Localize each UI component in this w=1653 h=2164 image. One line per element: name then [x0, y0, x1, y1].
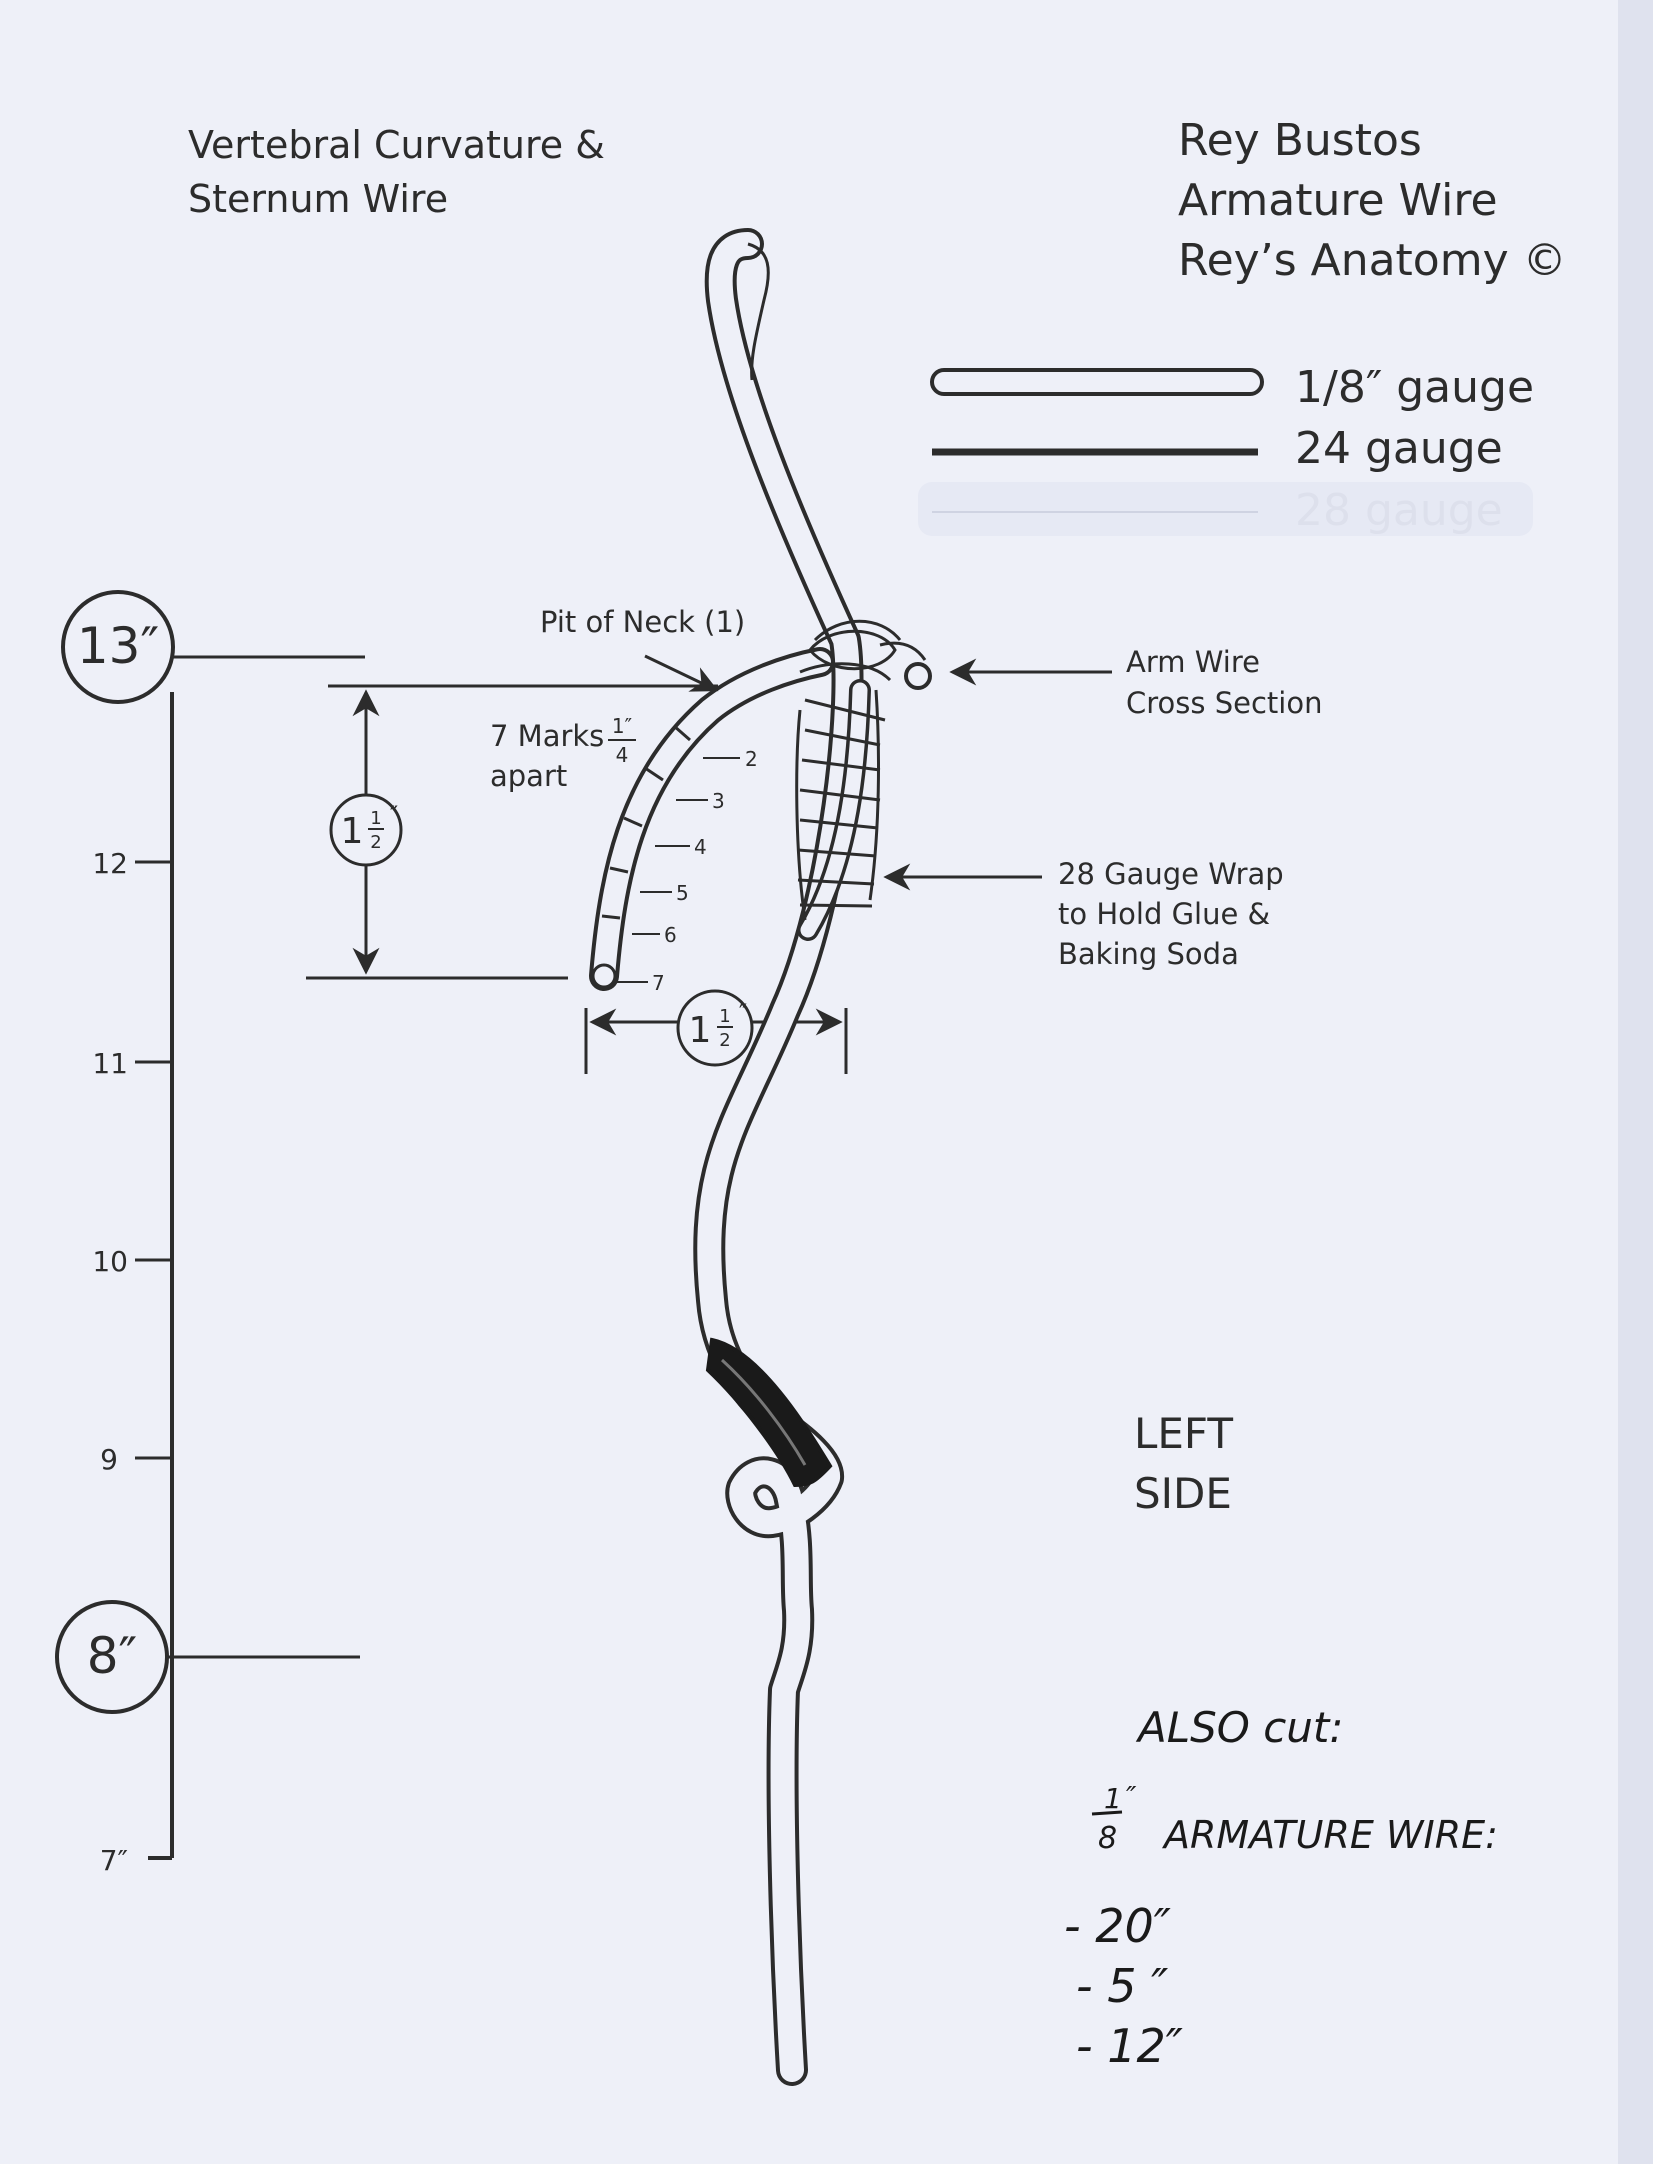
sternum-mark	[601, 914, 621, 920]
diagram-title-line2: Sternum Wire	[188, 177, 448, 221]
mark-number: 2	[745, 747, 758, 771]
cut-length-item: - 20″	[1064, 1899, 1171, 1953]
note-fraction-den: 8	[1098, 1821, 1117, 1856]
pit-of-neck-arrow	[644, 654, 719, 692]
wrap-label-line3: Baking Soda	[1058, 937, 1239, 971]
arm-wire-cross-section	[904, 662, 932, 690]
marks-label: 7 Marks	[490, 719, 604, 753]
sternum-wire	[589, 647, 835, 991]
vertical-dimension-circle	[329, 793, 403, 867]
mark-number: 5	[676, 881, 689, 905]
arm-wire-label: Arm Wire	[1126, 645, 1260, 679]
spine-wire	[693, 228, 864, 2086]
pit-of-neck-label: Pit of Neck (1)	[540, 605, 745, 639]
marks-apart-label: apart	[490, 759, 567, 793]
author-name: Rey Bustos	[1178, 115, 1422, 166]
cut-length-item: - 5 ″	[1076, 1959, 1168, 2013]
mark-number: 6	[664, 923, 677, 947]
ruler-top-circle	[61, 590, 175, 704]
gauge-1-label: 1/8″ gauge	[1295, 362, 1534, 413]
marks-fraction-den: 4	[616, 743, 629, 767]
gauge-1-sample	[930, 368, 1264, 396]
wrap-label-line2: to Hold Glue &	[1058, 897, 1270, 931]
ruler-end-label: 7″	[100, 1844, 128, 1877]
page-edge	[1618, 0, 1653, 2164]
brand-label: Rey’s Anatomy ©	[1178, 235, 1567, 286]
gauge-2-label: 24 gauge	[1295, 423, 1503, 474]
mark-number: 3	[712, 789, 725, 813]
vertical-dimension-unit: ″	[390, 803, 398, 828]
sternum-mark	[609, 866, 629, 874]
diagram-title-line1: Vertebral Curvature &	[188, 123, 605, 167]
note-fraction-num: 1	[1104, 1782, 1122, 1815]
side-label-line1: LEFT	[1134, 1409, 1233, 1458]
marks-fraction-num: 1″	[612, 714, 632, 738]
wire-wrap-coil	[795, 619, 927, 921]
mark-number: 7	[652, 971, 665, 995]
note-fraction-quote: ″	[1126, 1780, 1137, 1813]
horizontal-dimension-whole: 1	[689, 1010, 712, 1051]
horizontal-dimension-circle	[676, 989, 754, 1067]
vertical-dimension-den: 2	[370, 832, 381, 853]
ruler-tick-label: 11	[92, 1047, 128, 1080]
mark-number: 4	[694, 835, 707, 859]
wire-type-label: Armature Wire	[1178, 175, 1498, 226]
vertical-dimension-whole: 1	[341, 811, 364, 852]
horizontal-dimension-num: 1	[719, 1006, 730, 1027]
gauge-3-label: 28 gauge	[1295, 485, 1503, 536]
tape-highlight	[720, 1358, 807, 1466]
cross-section-label: Cross Section	[1126, 686, 1322, 720]
sternum-mark	[644, 766, 664, 782]
ruler-tick-label: 12	[92, 847, 128, 880]
ruler-tick-label: 10	[92, 1245, 128, 1278]
lower-wire-branch	[797, 679, 871, 941]
cut-length-item: - 12″	[1076, 2019, 1183, 2073]
sternum-mark	[623, 816, 643, 828]
horizontal-dimension-den: 2	[719, 1030, 730, 1051]
side-label-line2: SIDE	[1134, 1469, 1232, 1518]
vertical-dimension-num: 1	[370, 808, 381, 829]
ruler-tick-label: 9	[100, 1443, 118, 1476]
armature-wire-note: ARMATURE WIRE:	[1161, 1813, 1498, 1857]
also-cut-note: ALSO cut:	[1135, 1703, 1344, 1752]
faded-area	[918, 482, 1533, 536]
ruler-bottom-label: 8″	[87, 1627, 138, 1685]
wrap-label-line1: 28 Gauge Wrap	[1058, 857, 1284, 891]
note-fraction-bar	[1091, 1810, 1123, 1816]
sternum-mark	[673, 724, 691, 742]
ruler-top-label: 13″	[77, 617, 159, 675]
horizontal-dimension-unit: ″	[739, 1001, 747, 1026]
